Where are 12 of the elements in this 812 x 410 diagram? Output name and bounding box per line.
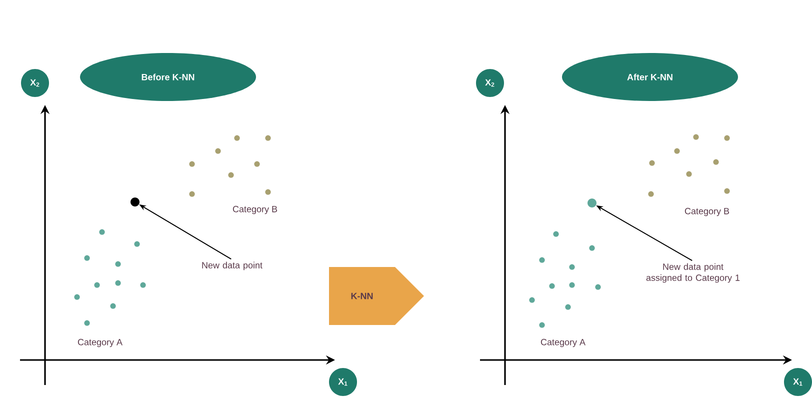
category-label: Category B xyxy=(684,208,730,216)
callout-text: New data point assigned to Category 1 xyxy=(646,263,740,283)
category-label: Category A xyxy=(540,338,586,348)
axis-label: X$_{1}$ xyxy=(784,368,812,396)
axis-label: X$_{2}$ xyxy=(21,69,50,97)
callout-text: New data point xyxy=(202,262,262,270)
category-label: Category B xyxy=(232,206,278,214)
category-label: Category A xyxy=(78,338,122,348)
axis-label: X$_{1}$ xyxy=(329,368,357,396)
data-point xyxy=(130,198,140,206)
data-point xyxy=(588,198,596,208)
axis-label: X$_{2}$ xyxy=(476,69,504,97)
